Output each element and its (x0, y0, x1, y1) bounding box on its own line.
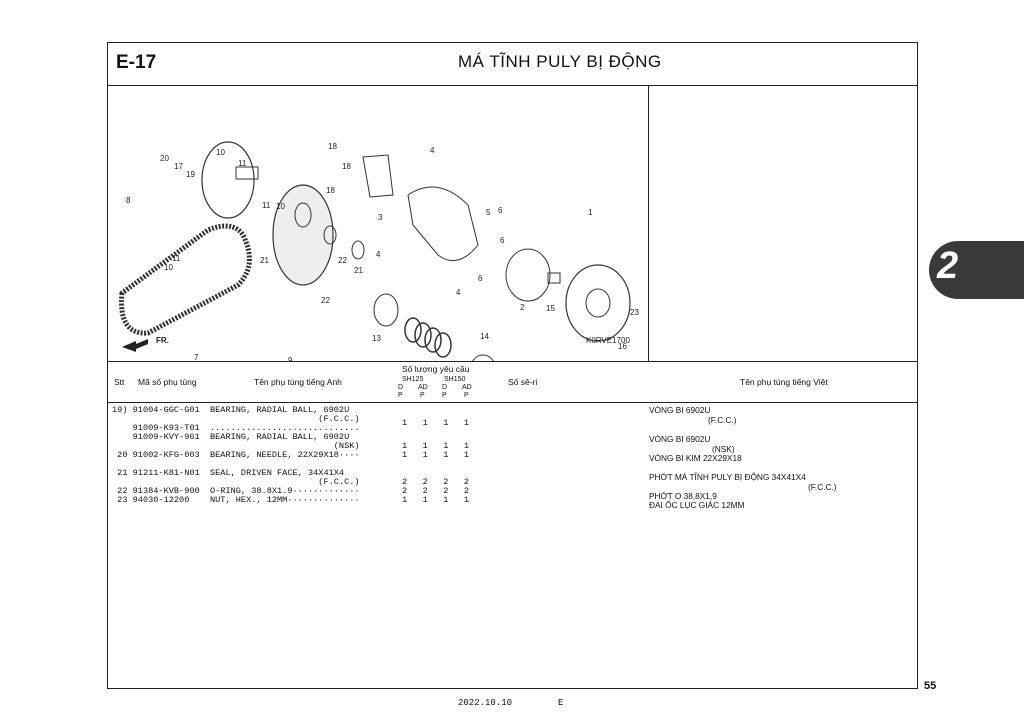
page-number: 55 (924, 680, 937, 692)
row-name-vn: (F.C.C.) (708, 415, 737, 425)
row-name-vn: VÒNG BI KIM 22X29X18 (649, 453, 742, 463)
table-row: 20 91002-KFG-003 BEARING, NEEDLE, 22X29X… (112, 450, 360, 460)
model-sh150: SH150 (444, 376, 466, 383)
table-row: 23 94030-12200 NUT, HEX., 12MM··········… (112, 495, 360, 505)
sub-col-p: P (464, 392, 469, 399)
svg-text:6: 6 (500, 236, 505, 245)
model-sh125: SH125 (402, 376, 424, 383)
sub-col-p: P (398, 392, 403, 399)
section-tab-number: 2 (937, 245, 959, 287)
col-part-number: Mã số phụ tùng (138, 377, 197, 387)
svg-text:17: 17 (174, 162, 183, 171)
table-row: 19) 91004-GGC-G01 BEARING, RADIAL BALL, … (112, 405, 350, 415)
svg-text:10: 10 (164, 263, 173, 272)
svg-text:18: 18 (326, 186, 335, 195)
svg-text:22: 22 (338, 256, 347, 265)
svg-text:8: 8 (126, 196, 131, 205)
svg-text:3: 3 (378, 213, 383, 222)
footer-date: 2022.10.10 (458, 698, 513, 708)
footer-edition: E (558, 698, 564, 708)
section-tab: 2 (929, 241, 1024, 299)
table-row: 21 91211-K81-N01 SEAL, DRIVEN FACE, 34X4… (112, 468, 345, 478)
page-title: MÁ TĨNH PULY BỊ ĐỘNG (458, 52, 662, 71)
sub-col-p: P (420, 392, 425, 399)
svg-text:23: 23 (630, 308, 639, 317)
svg-text:5: 5 (486, 208, 491, 217)
sub-col-d: D (442, 384, 448, 391)
table-row: (F.C.C.) (112, 414, 360, 424)
svg-text:14: 14 (480, 332, 489, 341)
table-header: Stt Mã số phụ tùng Tên phụ tùng tiếng An… (108, 361, 917, 403)
sub-col-p: P (442, 392, 447, 399)
section-header: E-17 MÁ TĨNH PULY BỊ ĐỘNG (108, 43, 917, 86)
table-row: (F.C.C.) (112, 477, 360, 487)
row-qty: 1 1 1 1 (402, 418, 470, 428)
svg-text:16: 16 (618, 342, 627, 351)
col-name-en: Tên phụ tùng tiếng Anh (254, 377, 342, 387)
sub-col-ad: AD (418, 384, 428, 391)
row-name-vn: VÒNG BI 6902U (649, 434, 711, 444)
table-row: 22 91384-KVB-900 O-RING, 38.8X1.9·······… (112, 486, 360, 496)
svg-text:4: 4 (376, 250, 381, 259)
svg-text:6: 6 (498, 206, 503, 215)
table-row: (NSK) (112, 441, 360, 451)
svg-text:18: 18 (342, 162, 351, 171)
svg-text:18: 18 (328, 142, 337, 151)
svg-text:11: 11 (172, 254, 181, 263)
svg-text:11: 11 (262, 201, 271, 210)
svg-text:6: 6 (478, 274, 483, 283)
svg-text:4: 4 (456, 288, 461, 297)
sub-col-d: D (398, 384, 404, 391)
row-name-vn: PHỚT O 38,8X1,9 (649, 491, 717, 501)
row-name-vn: PHỚT MÁ TĨNH PULY BỊ ĐỘNG 34X41X4 (649, 472, 806, 482)
svg-text:4: 4 (430, 146, 435, 155)
svg-text:10: 10 (216, 148, 225, 157)
row-qty: 2 2 2 2 (402, 486, 470, 496)
col-serial: Số sê-ri (508, 377, 538, 387)
col-stt: Stt (114, 377, 125, 387)
svg-text:11: 11 (238, 159, 247, 168)
svg-text:19: 19 (186, 170, 195, 179)
row-name-vn: (F.C.C.) (808, 482, 837, 492)
sub-col-ad: AD (462, 384, 472, 391)
svg-text:20: 20 (160, 154, 169, 163)
svg-text:13: 13 (372, 334, 381, 343)
svg-text:21: 21 (354, 266, 363, 275)
svg-text:22: 22 (321, 296, 330, 305)
col-quantity: Số lượng yêu cầu (402, 364, 470, 374)
table-row: 91009-K93-T01 ..........................… (112, 423, 360, 433)
svg-text:9: 9 (288, 356, 293, 361)
svg-text:2: 2 (520, 303, 525, 312)
row-name-vn: ĐAI ỐC LỤC GIÁC 12MM (649, 500, 745, 510)
row-qty: 2 2 2 2 (402, 477, 470, 487)
section-code: E-17 (116, 52, 157, 73)
svg-text:7: 7 (194, 353, 199, 361)
row-name-vn: (NSK) (712, 444, 735, 454)
row-qty: 1 1 1 1 (402, 441, 470, 451)
svg-text:10: 10 (276, 202, 285, 211)
fr-label: FR. (156, 336, 169, 345)
row-qty: 1 1 1 1 (402, 450, 470, 460)
diagram-ref: K0RVE1700 (586, 336, 630, 345)
svg-text:1: 1 (588, 208, 593, 217)
svg-text:21: 21 (260, 256, 269, 265)
table-row: 91009-KVY-961 BEARING, RADIAL BALL, 6902… (112, 432, 350, 442)
col-name-vn: Tên phụ tùng tiếng Việt (740, 377, 828, 387)
row-qty: 1 1 1 1 (402, 495, 470, 505)
row-name-vn: VÒNG BI 6902U (649, 405, 711, 415)
page-frame: E-17 MÁ TĨNH PULY BỊ ĐỘNG (107, 42, 918, 689)
svg-text:15: 15 (546, 304, 555, 313)
